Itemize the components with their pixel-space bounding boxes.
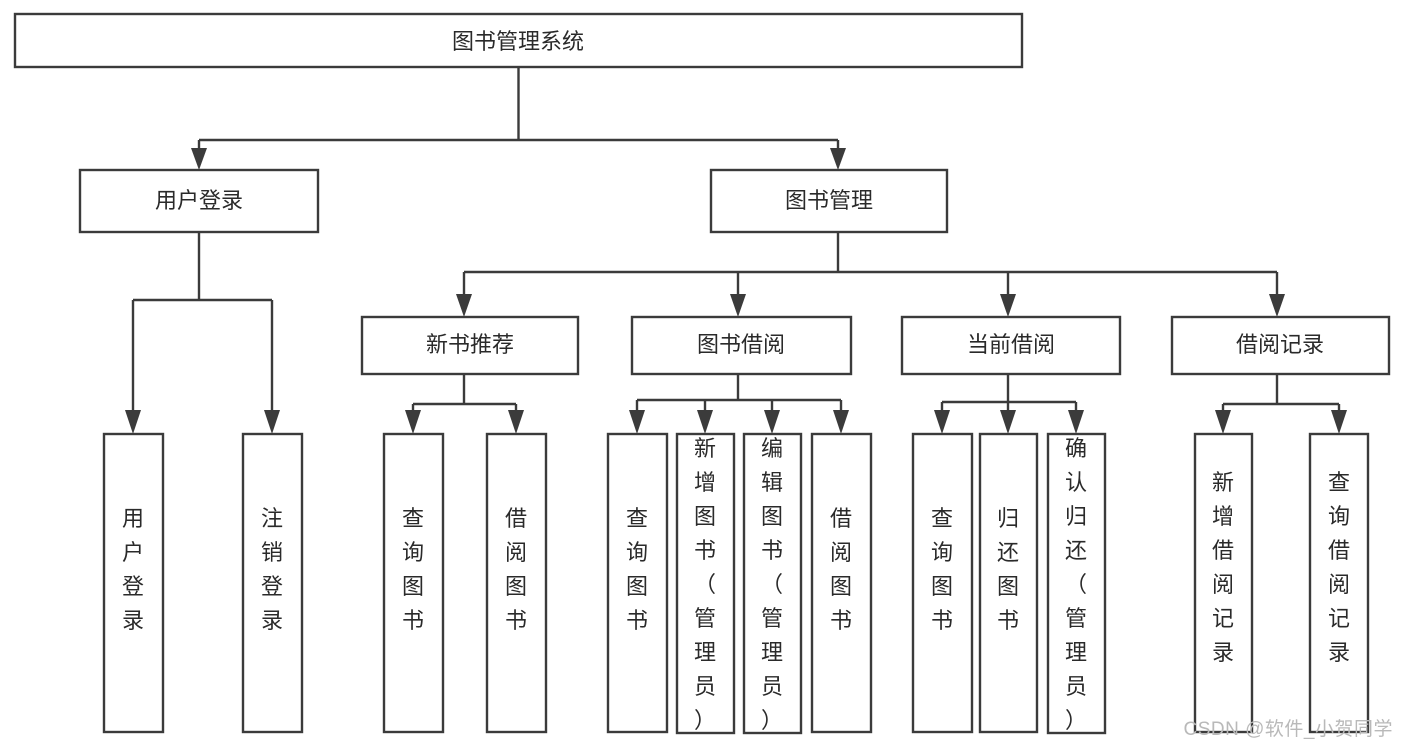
node-book-management-label: 图书管理 <box>785 188 873 213</box>
node-book-management[interactable]: 图书管理 <box>709 168 949 234</box>
node-borrow-record[interactable]: 借阅记录 <box>1170 315 1391 376</box>
node-borrow-record-box[interactable] <box>1170 315 1391 376</box>
node-new-book-recommend-box[interactable] <box>360 315 580 376</box>
arrow-to-book-mgmt <box>830 148 846 170</box>
leaf-bb-edit-book[interactable]: 编辑图书（管理员） <box>742 432 803 735</box>
arrow-to-leaf-logout <box>264 410 280 434</box>
arrow-to-leaf-cb-confirm <box>1068 410 1084 434</box>
leaf-rec-query-record-box[interactable] <box>1308 432 1370 734</box>
leaf-bb-query-book[interactable]: 查询图书 <box>606 432 669 734</box>
leaf-bb-query-book-label: 查询图书 <box>626 506 648 633</box>
node-current-borrow-label: 当前借阅 <box>967 332 1055 357</box>
node-new-book-recommend-label: 新书推荐 <box>426 332 514 357</box>
leaf-rec-query-record[interactable]: 查询借阅记录 <box>1308 432 1370 734</box>
arrow-to-borrow-record <box>1269 294 1285 317</box>
node-root-box[interactable] <box>13 12 1024 69</box>
arrow-to-leaf-cb-query <box>934 410 950 434</box>
node-new-book-recommend[interactable]: 新书推荐 <box>360 315 580 376</box>
leaf-bb-query-book-box[interactable] <box>606 432 669 734</box>
leaf-bb-borrow-book-label: 借阅图书 <box>830 506 852 633</box>
leaf-bb-add-book[interactable]: 新增图书（管理员） <box>675 432 736 735</box>
node-root-label: 图书管理系统 <box>452 29 584 54</box>
arrow-to-leaf-nb-borrow <box>508 410 524 434</box>
arrow-to-current-borrow <box>1000 294 1016 317</box>
leaf-cb-return-book[interactable]: 归还图书 <box>978 432 1039 734</box>
leaf-user-login[interactable]: 用户登录 <box>102 432 165 734</box>
leaf-cb-confirm-return[interactable]: 确认归还（管理员） <box>1046 432 1107 735</box>
leaf-user-login-box[interactable] <box>102 432 165 734</box>
leaf-cb-confirm-return-box[interactable] <box>1046 432 1107 735</box>
leaf-nb-query-book-label: 查询图书 <box>402 506 424 633</box>
leaf-cb-return-book-box[interactable] <box>978 432 1039 734</box>
arrow-to-leaf-bb-add <box>697 410 713 434</box>
node-user-login-box[interactable] <box>78 168 320 234</box>
leaf-bb-add-book-box[interactable] <box>675 432 736 735</box>
node-book-borrow-box[interactable] <box>630 315 853 376</box>
node-root[interactable]: 图书管理系统 <box>13 12 1024 69</box>
leaf-nb-borrow-book[interactable]: 借阅图书 <box>485 432 548 734</box>
leaf-nb-borrow-book-box[interactable] <box>485 432 548 734</box>
arrow-to-leaf-cb-return <box>1000 410 1016 434</box>
leaf-cb-query-book-label: 查询图书 <box>931 506 953 633</box>
leaf-logout[interactable]: 注销登录 <box>241 432 304 734</box>
connector-layer <box>125 67 1347 434</box>
leaf-nb-borrow-book-label: 借阅图书 <box>505 506 527 633</box>
leaf-rec-add-record-label: 新增借阅记录 <box>1212 470 1234 665</box>
leaf-nb-query-book-box[interactable] <box>382 432 445 734</box>
arrow-to-leaf-user-login <box>125 410 141 434</box>
arrow-to-new-book <box>456 294 472 317</box>
node-user-login-label: 用户登录 <box>155 188 243 213</box>
arrow-to-book-borrow <box>730 294 746 317</box>
node-book-management-box[interactable] <box>709 168 949 234</box>
arrow-to-leaf-bb-query <box>629 410 645 434</box>
arrow-to-leaf-rec-query <box>1331 410 1347 434</box>
node-book-borrow-label: 图书借阅 <box>697 332 785 357</box>
arrow-to-leaf-bb-borrow <box>833 410 849 434</box>
node-book-borrow[interactable]: 图书借阅 <box>630 315 853 376</box>
node-user-login[interactable]: 用户登录 <box>78 168 320 234</box>
leaf-rec-add-record[interactable]: 新增借阅记录 <box>1193 432 1254 734</box>
leaf-rec-add-record-box[interactable] <box>1193 432 1254 734</box>
arrow-to-leaf-nb-query <box>405 410 421 434</box>
leaf-cb-return-book-label: 归还图书 <box>997 506 1019 633</box>
leaf-bb-edit-book-box[interactable] <box>742 432 803 735</box>
arrow-to-leaf-bb-edit <box>764 410 780 434</box>
leaf-bb-borrow-book[interactable]: 借阅图书 <box>810 432 873 734</box>
node-current-borrow-box[interactable] <box>900 315 1122 376</box>
leaf-logout-box[interactable] <box>241 432 304 734</box>
node-current-borrow[interactable]: 当前借阅 <box>900 315 1122 376</box>
leaf-cb-query-book[interactable]: 查询图书 <box>911 432 974 734</box>
leaf-rec-query-record-label: 查询借阅记录 <box>1328 470 1350 665</box>
arrow-to-user-login <box>191 148 207 170</box>
leaf-bb-edit-book-label: 编辑图书（管理员） <box>761 436 783 733</box>
node-borrow-record-label: 借阅记录 <box>1236 332 1324 357</box>
leaf-bb-add-book-label: 新增图书（管理员） <box>694 436 716 733</box>
leaf-cb-query-book-box[interactable] <box>911 432 974 734</box>
leaf-nb-query-book[interactable]: 查询图书 <box>382 432 445 734</box>
leaf-user-login-label: 用户登录 <box>122 506 144 633</box>
leaf-bb-borrow-book-box[interactable] <box>810 432 873 734</box>
arrow-to-leaf-rec-add <box>1215 410 1231 434</box>
leaf-cb-confirm-return-label: 确认归还（管理员） <box>1065 436 1087 733</box>
leaf-logout-label: 注销登录 <box>261 506 283 633</box>
